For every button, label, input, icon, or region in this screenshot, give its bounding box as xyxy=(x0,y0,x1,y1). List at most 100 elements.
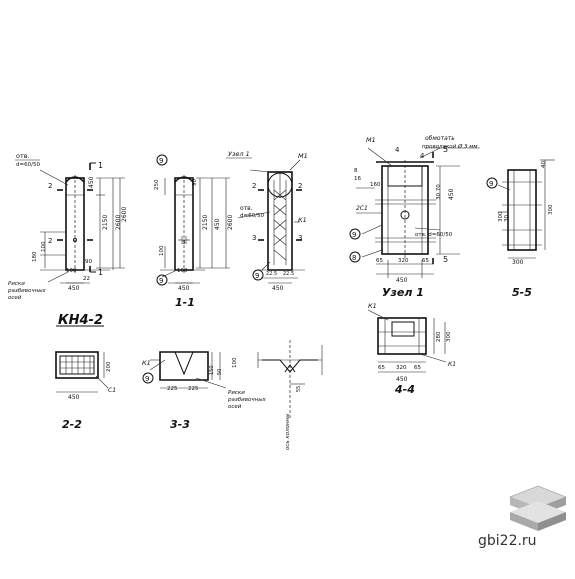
dim-200: 200 xyxy=(106,361,112,372)
callout-9d-text: 9 xyxy=(352,231,356,239)
dim-90b: 90 xyxy=(192,179,198,186)
dim-65a: 65 xyxy=(376,258,383,264)
otv-label-2: отв. xyxy=(240,205,253,212)
dim-300c: 300 xyxy=(512,259,524,266)
k1-label-b: К1 xyxy=(142,359,151,367)
riski-label-b3: осей xyxy=(228,404,242,410)
otv-dims-2: d=60/50 xyxy=(240,213,264,219)
dim-225d: 225 xyxy=(188,386,199,392)
dim-40: 40 xyxy=(541,161,547,168)
dim-280: 280 xyxy=(436,331,442,342)
dim-450c: 450 xyxy=(214,218,221,230)
mark-3c: 3 xyxy=(298,234,302,242)
site-url[interactable]: gbi22.ru xyxy=(478,533,537,549)
callout-9f-text: 9 xyxy=(145,375,149,383)
section-3-3-title: 3-3 xyxy=(170,418,190,431)
otv-label-3: отв. d=60/50 xyxy=(415,232,453,238)
dim-100: 100 xyxy=(41,241,47,252)
riski-label-b: Риски xyxy=(228,390,245,396)
dim-450: 450 xyxy=(88,176,95,188)
dim-320b: 320 xyxy=(396,365,407,371)
site-logo xyxy=(508,485,568,531)
uzel-1-detail xyxy=(356,147,480,278)
riski-label: Риски xyxy=(8,281,25,287)
dim-190b: 190 xyxy=(177,268,188,274)
dim-2150b: 2150 xyxy=(202,215,209,230)
dim-450g: 450 xyxy=(396,277,408,284)
mark-5b: 5 xyxy=(443,255,448,264)
dim-30: 30 xyxy=(504,215,510,222)
mark-2c: 2 xyxy=(252,182,256,190)
kn4-2-elevation xyxy=(15,159,125,284)
mark-2d: 2 xyxy=(298,182,302,190)
dim-180: 180 xyxy=(32,251,38,262)
dim-22-5: 22.5 xyxy=(266,271,277,277)
section-1-1-view xyxy=(160,175,230,284)
dim-150: 150 xyxy=(209,365,215,375)
riski-label-3: осей xyxy=(8,295,22,301)
mark-1b: 1 xyxy=(98,268,103,277)
mark-4: 4 xyxy=(395,146,400,154)
mark-3b: 3 xyxy=(252,234,256,242)
2c1-label: 2С1 xyxy=(356,205,368,212)
dim-225c: 225 xyxy=(167,386,178,392)
m1-label-b: М1 xyxy=(366,136,376,144)
dim-2600b: 2600 xyxy=(121,207,128,222)
otv-dims-1: d=60/50 xyxy=(16,162,40,168)
mark-2: 2 xyxy=(48,182,52,190)
dim-30-70: 30 70 xyxy=(436,184,442,200)
uzel-ref: Узел 1 xyxy=(228,150,250,158)
os-kolonny-label: ось колонны xyxy=(285,413,291,450)
callout-9a xyxy=(156,154,168,166)
dim-22-5b: 22.5 xyxy=(283,271,294,277)
mark-8: 8 xyxy=(354,168,358,174)
dim-55: 55 xyxy=(296,386,302,392)
dim-2600: 2600 xyxy=(115,215,122,230)
uzel-1-title: Узел 1 xyxy=(382,286,424,299)
riski-label-b2: разбивочных xyxy=(227,397,267,403)
mark-2b: 2 xyxy=(48,237,52,245)
section-2-2-title: 2-2 xyxy=(62,418,82,431)
section-4-4-title: 4-4 xyxy=(394,383,415,396)
dim-65b: 65 xyxy=(422,258,429,264)
drawing-labels: КН4-2 1-1 2-2 3-3 4-4 5-5 Узел 1 отв. d=… xyxy=(7,135,554,450)
dim-450-44: 450 xyxy=(396,376,408,383)
dim-450e: 450 xyxy=(272,285,284,292)
k1-label-d: К1 xyxy=(448,361,456,368)
dim-300-44: 300 xyxy=(446,331,452,342)
dim-450f: 450 xyxy=(448,188,455,200)
mark-5: 5 xyxy=(443,145,448,154)
section-4-4-view xyxy=(367,309,447,373)
dim-450b: 450 xyxy=(68,285,80,292)
section-5-5-view xyxy=(497,159,555,259)
callout-9a-text: 9 xyxy=(159,157,163,165)
dim-450d: 450 xyxy=(178,285,190,292)
c1-label: С1 xyxy=(108,387,116,394)
dim-2150: 2150 xyxy=(102,215,109,230)
riski-label-2: разбивочных xyxy=(7,288,47,294)
dim-2600c: 2600 xyxy=(227,215,234,230)
callout-9e-text: 9 xyxy=(489,180,493,188)
dim-22: 22 xyxy=(83,276,90,282)
mark-1: 1 xyxy=(98,161,103,170)
dim-100c: 100 xyxy=(232,357,238,368)
section-5-5-title: 5-5 xyxy=(512,286,532,299)
k1-label: К1 xyxy=(298,216,307,224)
dim-90: 90 xyxy=(85,259,92,265)
callout-9b-text: 9 xyxy=(159,277,163,285)
dim-65d: 65 xyxy=(414,365,421,371)
otv-label-1: отв. xyxy=(16,152,30,160)
dim-65c: 65 xyxy=(378,365,385,371)
section-2-2-view xyxy=(55,351,109,393)
section-1-1-title: 1-1 xyxy=(175,296,195,309)
dim-100b: 100 xyxy=(159,245,165,256)
dim-450-22: 450 xyxy=(68,394,80,401)
mark-4b: 4 xyxy=(420,152,425,160)
provoloka-label: проволокой Ø 3 мм xyxy=(422,143,478,150)
mark-16: 16 xyxy=(354,176,361,182)
dim-50: 50 xyxy=(217,369,223,375)
kn4-2-title: КН4-2 xyxy=(58,313,103,328)
dim-250: 250 xyxy=(154,179,160,190)
